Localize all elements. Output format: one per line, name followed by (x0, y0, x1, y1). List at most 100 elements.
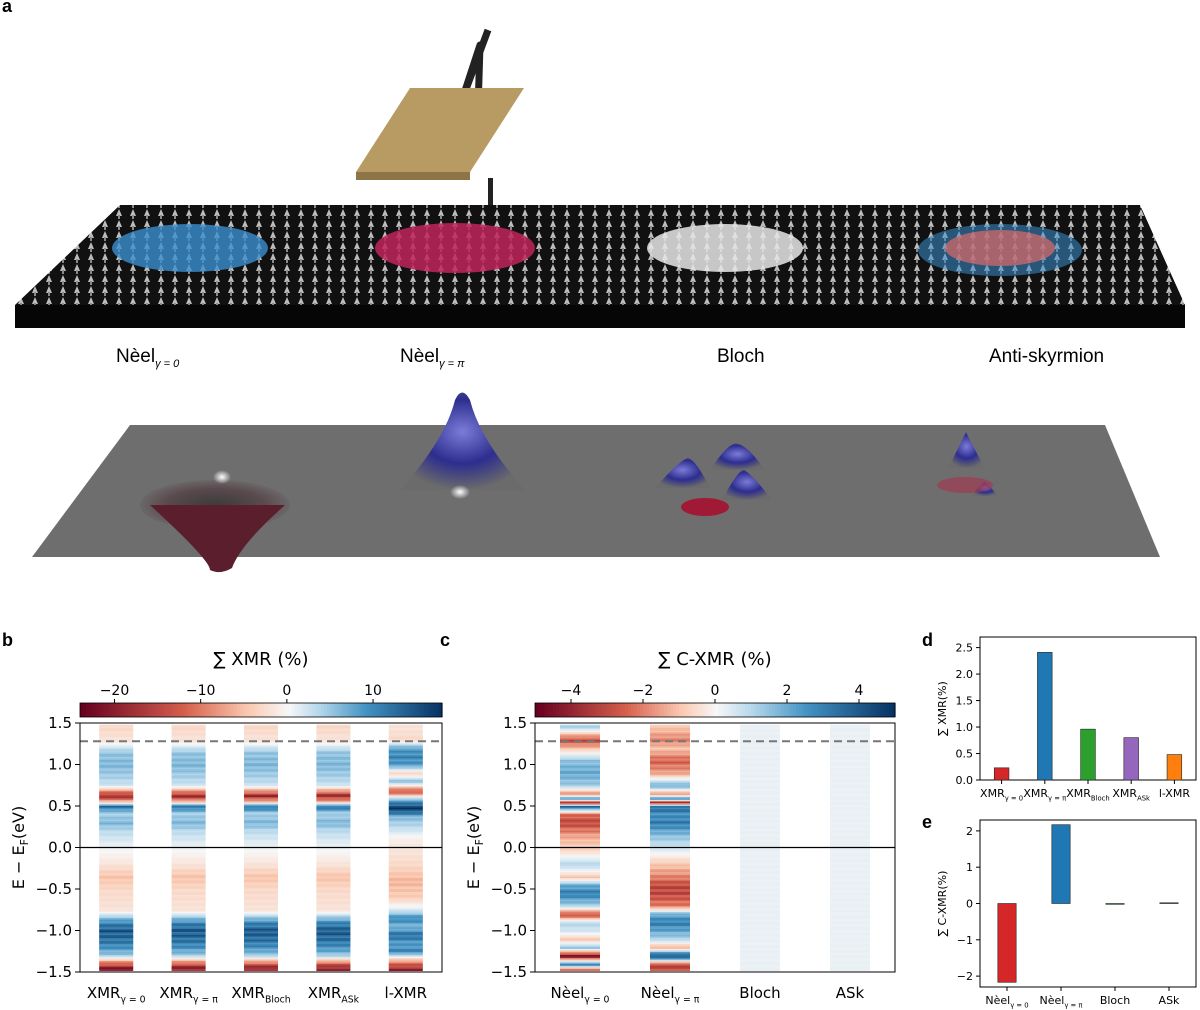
heatmap-cell (316, 829, 351, 832)
heatmap-cell (316, 919, 351, 922)
heatmap-cell (316, 907, 351, 910)
heatmap-cell (740, 839, 780, 843)
heatmap-cell (244, 892, 278, 895)
heatmap-cell (830, 778, 870, 781)
heatmap-cell (316, 901, 351, 904)
heatmap-cell (830, 927, 870, 930)
heatmap-cell (650, 899, 690, 902)
heatmap-cell (830, 865, 870, 869)
heatmap-cell (560, 945, 600, 949)
heatmap-cell (830, 878, 870, 881)
heatmap-cell (560, 844, 600, 847)
y-tick-label: 1.5 (956, 695, 974, 708)
heatmap-cell (560, 858, 600, 861)
heatmap-cell (740, 954, 780, 958)
heatmap-cell (316, 778, 351, 781)
colorbar-segment (330, 703, 334, 717)
heatmap-cell (830, 753, 870, 757)
heatmap-cell (560, 839, 600, 843)
heatmap-cell (244, 881, 278, 884)
heatmap-cell (830, 862, 870, 866)
heatmap-cell (650, 948, 690, 952)
colorbar-segment (589, 703, 593, 717)
heatmap-cell (650, 953, 690, 956)
heatmap-cell (740, 776, 780, 780)
heatmap-cell (650, 870, 690, 873)
heatmap-cell (830, 727, 870, 730)
heatmap-cell (650, 790, 690, 793)
heatmap-cell (650, 944, 690, 947)
heatmap-cell (316, 928, 351, 932)
heatmap-cell (560, 942, 600, 945)
heatmap-cell (99, 730, 134, 734)
heatmap-cell (99, 933, 134, 936)
heatmap-cell (316, 913, 351, 916)
heatmap-cell (171, 867, 206, 870)
heatmap-cell (650, 924, 690, 927)
heatmap-cell (316, 939, 351, 942)
heatmap-cell (99, 747, 134, 750)
heatmap-cell (171, 944, 206, 947)
heatmap-cell (99, 862, 134, 866)
heatmap-cell (740, 773, 780, 777)
heatmap-cell (650, 727, 690, 730)
heatmap-cell (740, 895, 780, 898)
heatmap-cell (560, 876, 600, 879)
heatmap-cell (316, 924, 351, 927)
heatmap-cell (244, 922, 278, 925)
heatmap-cell (740, 922, 780, 925)
heatmap-cell (316, 758, 351, 761)
heatmap-cell (99, 769, 134, 772)
heatmap-cell (830, 783, 870, 786)
heatmap-cell (171, 945, 206, 949)
heatmap-cell (99, 810, 134, 813)
heatmap-cell (316, 941, 351, 944)
heatmap-cell (388, 738, 423, 741)
heatmap-cell (171, 813, 206, 816)
heatmap-cell (740, 882, 780, 886)
heatmap-cell (830, 882, 870, 886)
heatmap-cell (316, 744, 351, 747)
heatmap-cell (171, 947, 206, 950)
heatmap-cell (316, 858, 351, 861)
heatmap-cell (171, 910, 206, 913)
heatmap-cell (830, 763, 870, 766)
heatmap-cell (650, 867, 690, 870)
heatmap-cell (650, 935, 690, 938)
heatmap-cell (171, 921, 206, 924)
heatmap-cell (244, 816, 278, 820)
heatmap-cell (171, 925, 206, 929)
colorbar-segment (730, 703, 734, 717)
heatmap-cell (650, 789, 690, 792)
heatmap-cell (650, 930, 690, 933)
heatmap-cell (650, 810, 690, 813)
heatmap-cell (99, 772, 134, 775)
heatmap-cell (316, 855, 351, 858)
heatmap-cell (740, 842, 780, 846)
heatmap-cell (388, 763, 423, 766)
heatmap-cell (740, 772, 780, 775)
heatmap-cell (99, 804, 134, 807)
heatmap-cell (560, 958, 600, 961)
colorbar-segment (261, 703, 265, 717)
heatmap-cell (316, 796, 351, 800)
heatmap-cell (830, 855, 870, 858)
heatmap-cell (650, 773, 690, 777)
heatmap-cell (388, 947, 423, 950)
heatmap-cell (388, 876, 423, 879)
heatmap-cell (650, 933, 690, 936)
heatmap-cell (560, 968, 600, 972)
heatmap-cell (560, 755, 600, 758)
heatmap-cell (316, 784, 351, 787)
colorbar-segment (270, 703, 274, 717)
heatmap-cell (560, 965, 600, 968)
heatmap-cell (388, 842, 423, 846)
heatmap-cell (560, 862, 600, 866)
heatmap-cell (171, 918, 206, 921)
colorbar-segment (751, 703, 755, 717)
colorbar-segment (709, 703, 713, 717)
heatmap-cell (244, 878, 278, 881)
heatmap-cell (740, 956, 780, 959)
colorbar-segment (886, 703, 890, 717)
heatmap-cell (388, 896, 423, 899)
